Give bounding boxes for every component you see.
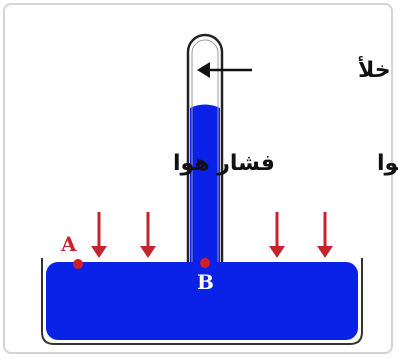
point-b-marker [200, 258, 210, 268]
tube-outline [186, 33, 224, 262]
air-pressure-arrows-left [91, 212, 156, 258]
vacuum-pointer-arrowhead [197, 62, 210, 78]
basin-rim [41, 258, 363, 345]
air-pressure-label-right: فشار هوا [377, 151, 398, 176]
air-pressure-arrows-right [269, 212, 333, 258]
air-pressure-label-left: فشار هوا [173, 151, 275, 176]
point-a-marker [73, 259, 83, 269]
tube-inner-outline [191, 39, 219, 262]
basin-mercury [46, 262, 358, 340]
vacuum-label: خلأ [358, 55, 391, 83]
tube-mercury-column [190, 104, 220, 265]
point-a-label: A [60, 232, 77, 256]
point-b-label: B [197, 270, 214, 294]
